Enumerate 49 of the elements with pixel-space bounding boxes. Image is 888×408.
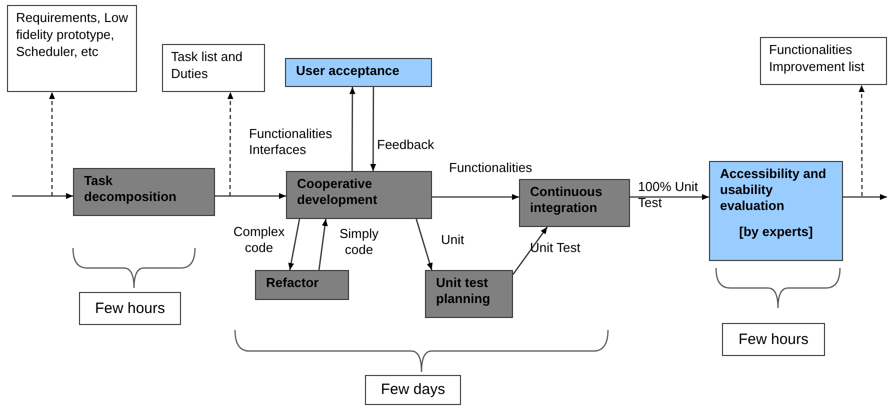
process-box bbox=[425, 270, 513, 318]
box-title: User acceptance bbox=[296, 63, 400, 79]
arrow bbox=[843, 194, 887, 200]
duration-box bbox=[79, 292, 181, 325]
edge-label: Functionalities Interfaces bbox=[249, 126, 334, 158]
edge-label: Feedback bbox=[377, 137, 436, 153]
edge-label: 100% Unit Test bbox=[638, 179, 699, 211]
box-title: Refactor bbox=[266, 275, 320, 291]
box-title: Task list and Duties bbox=[171, 48, 244, 82]
edge-label: Complex code bbox=[232, 224, 286, 256]
process-box bbox=[286, 171, 432, 219]
review-box bbox=[709, 161, 843, 261]
box-title: Cooperative development bbox=[297, 176, 378, 208]
document-box bbox=[760, 37, 887, 85]
arrow bbox=[318, 218, 328, 270]
dashed-arrow bbox=[858, 85, 865, 196]
box-title: Unit test planning bbox=[436, 275, 492, 307]
box-title: Few hours bbox=[738, 332, 809, 348]
box-title: Accessibility and usability evaluation bbox=[720, 166, 828, 214]
process-box bbox=[519, 179, 630, 227]
arrow bbox=[432, 194, 519, 200]
arrow bbox=[215, 193, 286, 199]
process-box bbox=[255, 270, 349, 300]
edge-label: Unit Test bbox=[530, 240, 582, 256]
document-box bbox=[162, 44, 265, 92]
process-box bbox=[73, 168, 215, 216]
box-title: Task decomposition bbox=[84, 173, 178, 205]
arrow bbox=[512, 226, 548, 275]
arrow bbox=[416, 218, 433, 270]
dashed-arrow bbox=[49, 92, 55, 196]
arrow bbox=[630, 194, 709, 200]
arrow bbox=[370, 87, 376, 171]
box-note: [by experts] bbox=[738, 224, 814, 240]
arrow bbox=[12, 193, 73, 199]
edge-label: Functionalities bbox=[449, 160, 534, 176]
box-title: Functionalities Improvement list bbox=[769, 41, 866, 75]
dashed-arrow bbox=[227, 92, 234, 196]
box-title: Requirements, Low fidelity prototype, Scheduler, etc bbox=[16, 9, 128, 60]
box-title: Continuous integration bbox=[530, 184, 604, 216]
arrow bbox=[288, 218, 300, 270]
box-title: Few days bbox=[380, 382, 446, 398]
review-box bbox=[285, 58, 432, 87]
duration-box bbox=[365, 375, 461, 405]
arrow bbox=[349, 87, 356, 171]
document-box bbox=[7, 5, 137, 92]
box-title: Few hours bbox=[94, 300, 166, 316]
edge-label: Unit bbox=[441, 232, 466, 248]
duration-box bbox=[722, 323, 825, 356]
edge-label: Simply code bbox=[338, 226, 380, 258]
